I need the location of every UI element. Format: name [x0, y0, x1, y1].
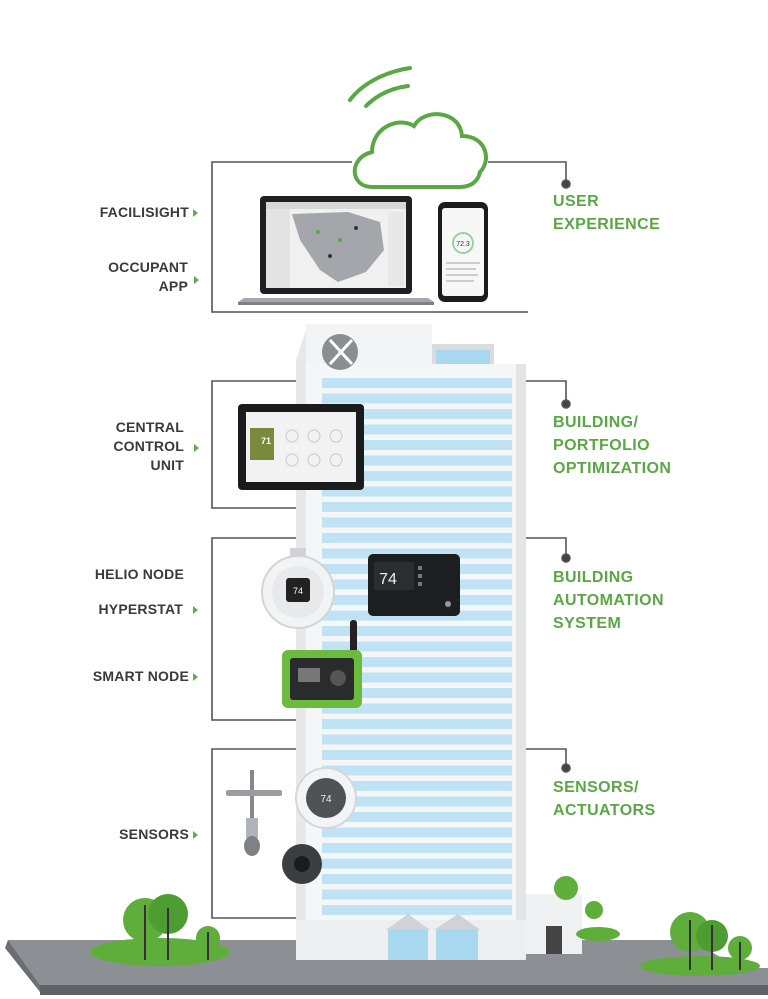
label-line: OCCUPANT [108, 259, 188, 275]
label-line: AUTOMATION [553, 592, 664, 609]
arrow-right-icon [193, 673, 198, 682]
window-band [322, 827, 512, 838]
label-line: USER [553, 193, 600, 210]
label-building-automation: BUILDING AUTOMATION SYSTEM [553, 566, 664, 635]
window-band [322, 626, 512, 636]
window-band [322, 548, 512, 559]
label-line: CONTROL [113, 438, 184, 454]
label-text: FACILISIGHT [99, 204, 189, 220]
window-band [322, 471, 512, 481]
label-line: UNIT [150, 457, 184, 473]
ccu-tablet: 71 [238, 404, 364, 490]
window-band [322, 765, 512, 776]
hyperstat-device: 74 [368, 554, 460, 616]
label-hyperstat: HYPERSTAT [98, 600, 198, 619]
label-smart-node: SMART NODE [93, 667, 198, 686]
logo-icon [322, 334, 358, 370]
label-line: BUILDING/ [553, 414, 639, 431]
window-band [322, 889, 512, 900]
arrow-right-icon [193, 209, 198, 218]
label-text: HELIO NODE [94, 566, 184, 582]
label-line: BUILDING [553, 569, 634, 586]
label-helio-node: HELIO NODE [95, 565, 184, 584]
arrow-right-icon [194, 444, 199, 453]
window-band [322, 409, 512, 419]
window-band [322, 672, 512, 683]
arrow-right-icon [194, 276, 199, 285]
window-band [322, 796, 512, 807]
arrow-right-icon [193, 831, 198, 840]
label-text: SMART NODE [92, 668, 189, 684]
window-band [322, 424, 512, 435]
window-band [322, 688, 512, 698]
label-line: PORTFOLIO [553, 437, 650, 454]
label-occupant-app: OCCUPANT APP [108, 258, 188, 296]
window-band [322, 905, 512, 915]
window-band [322, 750, 512, 760]
window-band [322, 719, 512, 729]
phone-temp-readout: 72.3 [456, 241, 470, 248]
bracket-lines [211, 161, 571, 919]
window-band [322, 781, 512, 791]
label-line: EXPERIENCE [553, 216, 661, 233]
window-band [322, 858, 512, 869]
label-text: HYPERSTAT [98, 601, 183, 617]
sensor-temp-readout: 74 [320, 794, 332, 805]
helio-temp-readout: 74 [293, 586, 303, 596]
arrow-right-icon [193, 606, 198, 615]
label-sensors-actuators: SENSORS/ ACTUATORS [553, 776, 656, 822]
window-band [322, 378, 512, 388]
label-line: ACTUATORS [553, 802, 656, 819]
label-line: SENSORS/ [553, 779, 639, 796]
occupant-app-arrow [190, 270, 199, 289]
window-band [322, 734, 512, 745]
trees [90, 876, 760, 976]
window-band [322, 657, 512, 667]
window-band [322, 843, 512, 853]
smart-node-device [282, 620, 362, 708]
window-band [322, 502, 512, 512]
label-user-experience: USER EXPERIENCE [553, 190, 660, 236]
window-band [322, 641, 512, 652]
label-line: OPTIMIZATION [553, 460, 672, 477]
window-band [322, 486, 512, 497]
ccu-arrow [190, 438, 199, 457]
phone-device: 72.3 [438, 202, 488, 302]
window-band [322, 393, 512, 404]
window-band [322, 812, 512, 822]
window-band [322, 533, 512, 543]
window-band [322, 455, 512, 466]
label-facilisight: FACILISIGHT [100, 203, 198, 222]
window-band [322, 703, 512, 714]
window-band [322, 440, 512, 450]
label-line: SYSTEM [553, 615, 622, 632]
label-sensors: SENSORS [119, 825, 198, 844]
ccu-temp-readout: 71 [261, 436, 271, 446]
window-band [322, 874, 512, 884]
label-ccu: CENTRAL CONTROL UNIT [113, 418, 184, 475]
label-portfolio-optimization: BUILDING/ PORTFOLIO OPTIMIZATION [553, 411, 671, 480]
hyperstat-temp-readout: 74 [379, 571, 397, 588]
label-line: APP [158, 278, 188, 294]
helio-node-device: 74 [261, 548, 335, 629]
cloud-icon [348, 66, 488, 189]
sensor-devices: 74 [226, 767, 357, 884]
label-text: SENSORS [119, 826, 189, 842]
label-line: CENTRAL [115, 419, 184, 435]
laptop-device [238, 196, 434, 305]
window-band [322, 517, 512, 528]
